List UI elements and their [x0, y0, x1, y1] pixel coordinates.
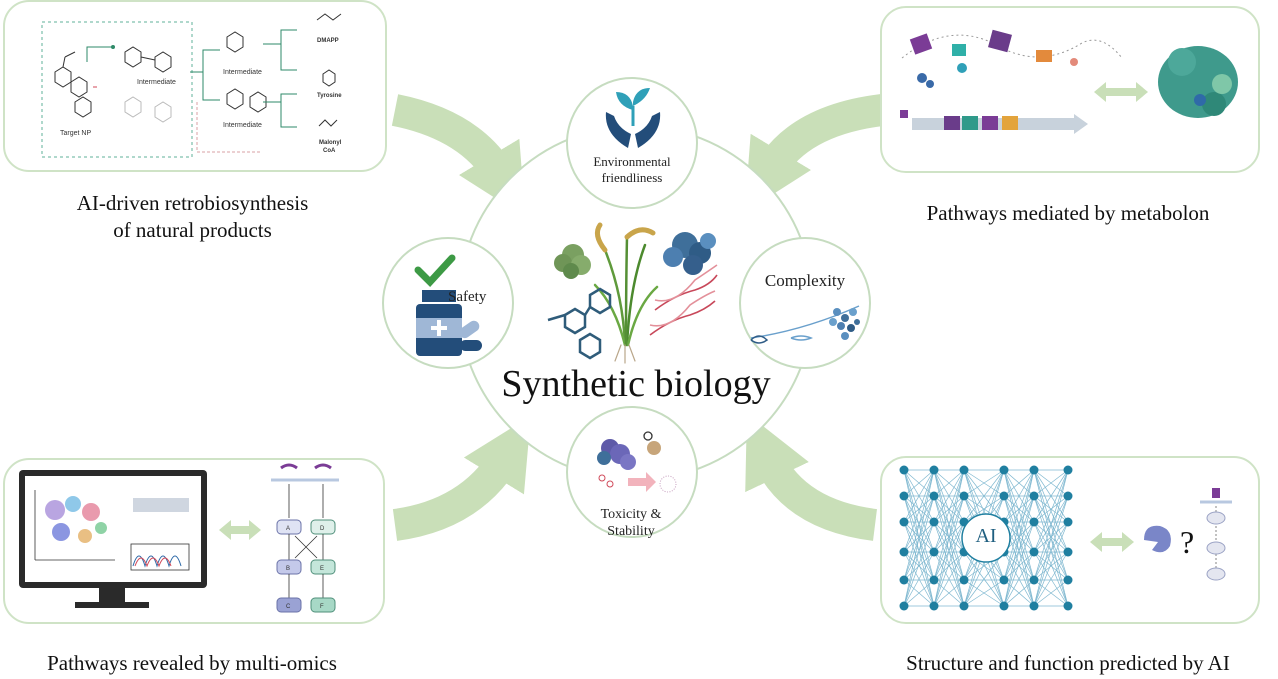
dmapp-label: DMAPP [317, 38, 339, 44]
network-node [899, 575, 909, 585]
retro-caption-line1: AI-driven retrobiosynthesis [76, 191, 309, 215]
plant-illustration [547, 222, 718, 364]
faded-molecule-icon [124, 96, 172, 123]
ai-core-circle [961, 513, 1011, 563]
network-node [899, 491, 909, 501]
checkmark-icon [414, 254, 456, 288]
protein-icon [1144, 525, 1171, 553]
environmental-label: Environmental friendliness [593, 154, 671, 185]
node-f: F [320, 604, 324, 610]
arrow-top-right [744, 94, 885, 213]
node-c: C [286, 604, 291, 610]
intermediate-label-1: Intermediate [137, 79, 176, 86]
hub-title: Synthetic biology [501, 363, 771, 405]
node-d: D [320, 526, 325, 532]
scatter-plot-icon [34, 490, 115, 561]
network-node [1029, 547, 1039, 557]
network-node [929, 491, 939, 501]
network-node [959, 575, 969, 585]
ai-panel: AI ? [880, 456, 1260, 624]
retro-caption-line2: of natural products [113, 218, 272, 242]
node-e: E [320, 566, 324, 572]
network-node [959, 491, 969, 501]
omics-caption: Pathways revealed by multi-omics [47, 651, 337, 675]
network-node [999, 491, 1009, 501]
network-node [929, 575, 939, 585]
satellite-complexity [739, 237, 871, 369]
node-a: A [286, 526, 290, 532]
ai-caption: Structure and function predicted by AI [906, 651, 1230, 675]
network-node [1063, 601, 1073, 611]
toxicity-icon [597, 431, 677, 493]
metabolon-caption: Pathways mediated by metabolon [926, 201, 1210, 225]
retro-diagram: Target NP Intermediate Intermediate Inte… [41, 13, 342, 158]
network-node [929, 601, 939, 611]
arrow-bottom-left [392, 416, 531, 541]
network-node [1029, 491, 1039, 501]
metabolon-protein-icon [1158, 46, 1238, 118]
network-node [1063, 575, 1073, 585]
network-node [999, 575, 1009, 585]
network-node [899, 601, 909, 611]
network-node [899, 465, 909, 475]
satellite-environmental [566, 77, 698, 209]
computer-monitor-icon [19, 470, 207, 608]
arrow-bottom-right [745, 413, 878, 541]
network-node [899, 517, 909, 527]
target-np-label: Target NP [60, 130, 91, 137]
network-node [999, 601, 1009, 611]
network-node [959, 601, 969, 611]
molecule-icon [547, 287, 612, 360]
complexity-icon [750, 305, 860, 344]
network-node [929, 547, 939, 557]
network-node [1029, 465, 1039, 475]
network-node [929, 517, 939, 527]
metabolon-panel [880, 6, 1260, 173]
tyrosine-label: Tyrosine [317, 93, 342, 99]
target-molecule-icon [54, 51, 92, 118]
dna-icon [649, 264, 718, 336]
node-b: B [286, 566, 290, 572]
pill-icon [459, 320, 482, 351]
metabolon-diagram [900, 29, 1238, 134]
retro-caption: AI-driven retrobiosynthesis of natural p… [20, 190, 365, 244]
toxicity-label: Toxicity & Stability [600, 507, 662, 539]
intermediate-molecule-icon [124, 46, 172, 73]
safety-label: Safety [448, 289, 487, 305]
ai-label: AI [975, 525, 997, 547]
coa-label: CoA [323, 148, 336, 154]
medicine-bottle-icon [414, 254, 482, 356]
network-node [1029, 601, 1039, 611]
malonyl-label: Malonyl [319, 140, 342, 146]
omics-diagram: A D B E C F [19, 463, 339, 613]
hands-sprout-icon [605, 88, 661, 148]
question-mark: ? [1180, 524, 1195, 560]
intermediate-label-2: Intermediate [223, 69, 262, 76]
blue-protein-icon [663, 232, 716, 275]
satellite-toxicity [566, 406, 698, 538]
neural-network-icon [899, 465, 1232, 611]
network-node [1029, 575, 1039, 585]
network-node [1063, 491, 1073, 501]
network-node [929, 465, 939, 475]
network-node [1063, 517, 1073, 527]
green-protein-icon [554, 244, 591, 279]
retro-panel: Target NP Intermediate Intermediate Inte… [3, 0, 387, 172]
network-node [959, 465, 969, 475]
arrow-top-left [391, 94, 526, 218]
network-node [1063, 547, 1073, 557]
complexity-label: Complexity [764, 271, 846, 290]
network-node [1063, 465, 1073, 475]
network-node [1029, 517, 1039, 527]
omics-panel: A D B E C F [3, 458, 385, 624]
network-node [899, 547, 909, 557]
intermediate-label-3: Intermediate [223, 122, 262, 129]
network-node [999, 465, 1009, 475]
